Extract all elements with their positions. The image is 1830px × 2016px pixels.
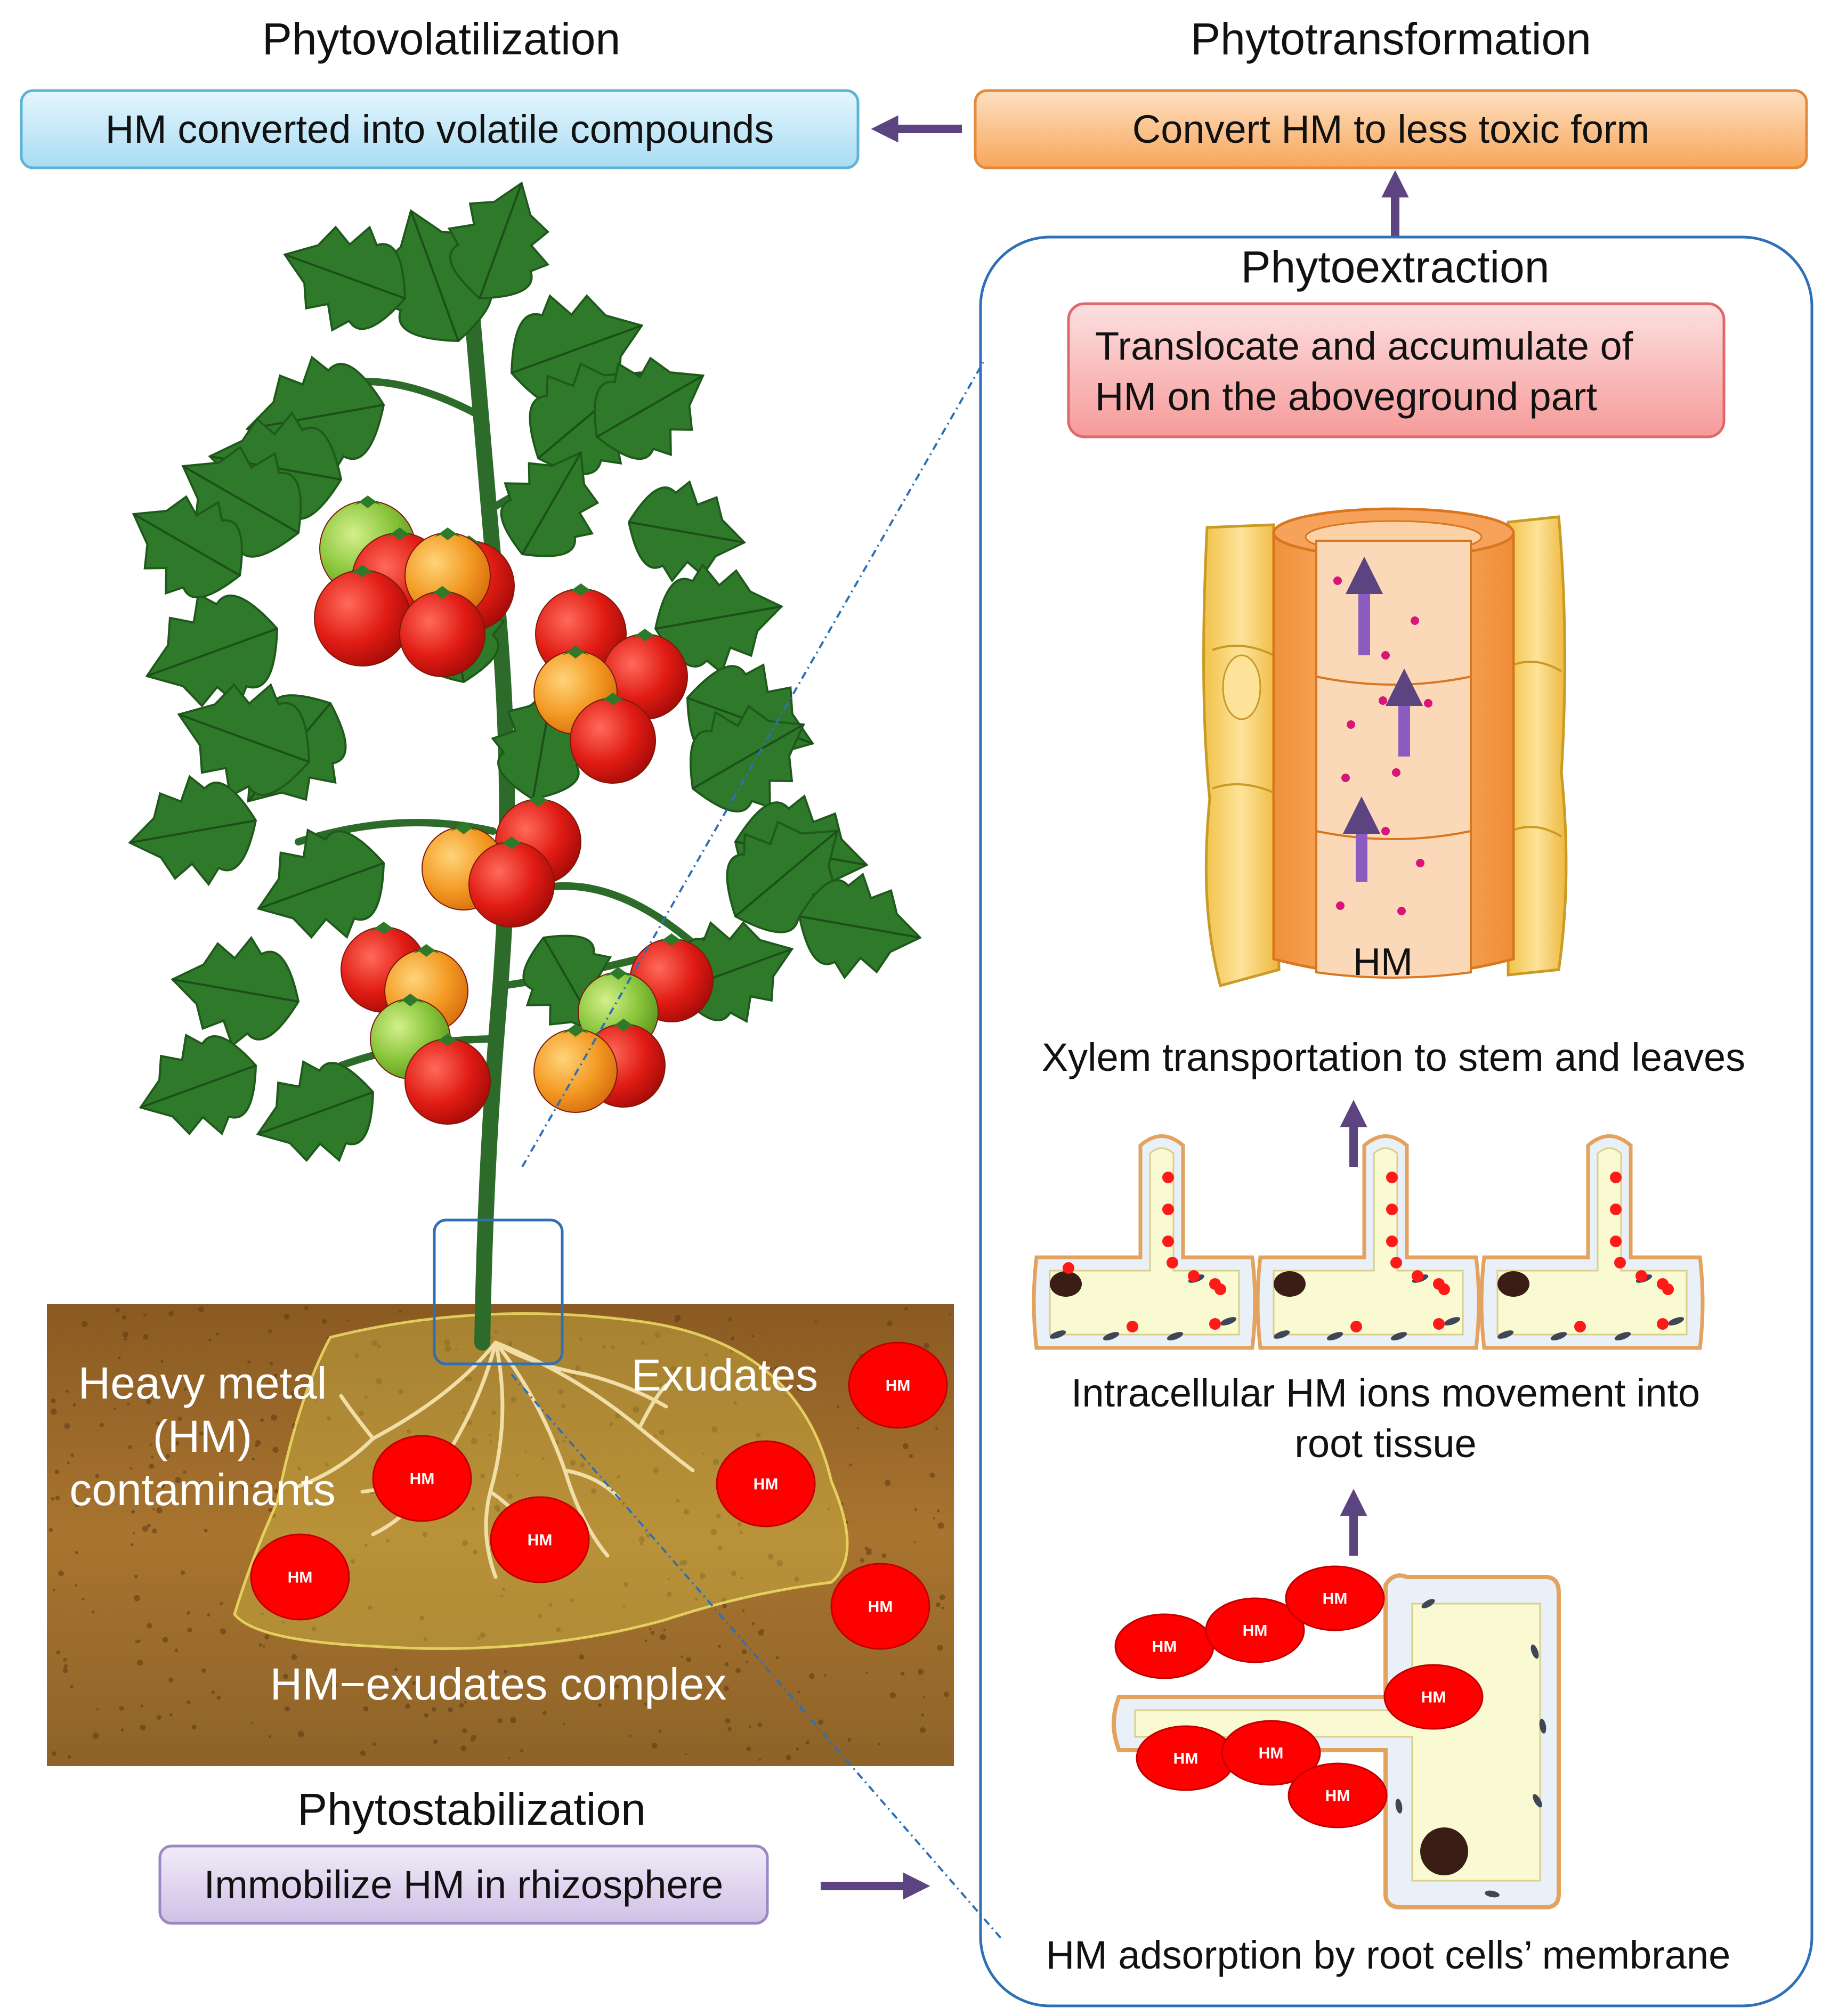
tomato-fruit bbox=[533, 1029, 618, 1113]
phytostabilization-box bbox=[158, 1844, 769, 1925]
phytostabilization-group: Phytostabilization Immobilize HM in rhiz… bbox=[158, 1784, 769, 1925]
tomato-fruit bbox=[468, 841, 555, 928]
phytotransformation-box bbox=[974, 89, 1808, 169]
intracellular-caption-line1: Intracellular HM ions movement into bbox=[1071, 1371, 1700, 1415]
phytoextraction-panel: Phytoextraction Translocate and accumula… bbox=[979, 235, 1813, 2007]
hm-particle-label: HM bbox=[1421, 1689, 1446, 1706]
soil-hm-particle: HM bbox=[490, 1496, 590, 1583]
phytoextraction-box-line1: Translocate and accumulate of bbox=[1095, 324, 1633, 368]
phytostabilization-title: Phytostabilization bbox=[297, 1784, 646, 1834]
adsorption-caption: HM adsorption by root cells’ membrane bbox=[1046, 1933, 1731, 1977]
hm-particle-label: HM bbox=[410, 1470, 435, 1488]
adsorbed-hm-particle: HM bbox=[1285, 1565, 1385, 1631]
soil-hm-particle: HM bbox=[372, 1435, 472, 1522]
phytoextraction-title: Phytoextraction bbox=[1241, 242, 1550, 292]
hm-particle-label: HM bbox=[1243, 1622, 1268, 1640]
tomato-fruit bbox=[404, 1038, 491, 1125]
leaf bbox=[283, 225, 407, 332]
phytostabilization-box-text: Immobilize HM in rhizosphere bbox=[204, 1863, 724, 1907]
hm-particle-label: HM bbox=[868, 1598, 893, 1616]
hm-particle-label: HM bbox=[1323, 1590, 1348, 1608]
adsorbed-hm-particle: HM bbox=[1114, 1613, 1214, 1679]
hm-particle-label: HM bbox=[754, 1476, 779, 1493]
adsorbed-hm-particle: HM bbox=[1205, 1597, 1305, 1663]
phytovolatilization-title: Phytovolatilization bbox=[262, 14, 620, 64]
hm-particle-label: HM bbox=[288, 1569, 313, 1587]
tomato-fruit bbox=[314, 570, 411, 666]
soil-hm-particle: HM bbox=[830, 1563, 930, 1650]
adsorbed-hm-particle: HM bbox=[1221, 1720, 1321, 1786]
phytoextraction-panel-border bbox=[979, 235, 1813, 2007]
intracellular-caption-line2: root tissue bbox=[1294, 1421, 1476, 1466]
zoom-connector-top bbox=[521, 362, 984, 1167]
root-cell bbox=[1256, 1134, 1481, 1350]
adsorbed-hm-particles: HM HM HM HM HM HM HM bbox=[1114, 1565, 1484, 1828]
root-zoom-box bbox=[433, 1218, 564, 1365]
soil-hm-particle: HM bbox=[250, 1533, 350, 1621]
root-cells-row bbox=[1032, 1134, 1705, 1350]
soil-hm-label-line2: (HM) bbox=[153, 1411, 253, 1461]
phytotransformation-box-text: Convert HM to less toxic form bbox=[1132, 107, 1649, 151]
phytovolatilization-box bbox=[20, 89, 860, 169]
soil-hm-particle: HM bbox=[716, 1440, 816, 1527]
hm-particle-label: HM bbox=[1173, 1750, 1199, 1768]
phytotransformation-title: Phytotransformation bbox=[1191, 14, 1591, 64]
phytovolatilization-box-text: HM converted into volatile compounds bbox=[106, 107, 774, 151]
adsorbed-hm-particle: HM bbox=[1136, 1725, 1236, 1791]
hm-particle-label: HM bbox=[1152, 1638, 1177, 1656]
tomato-plant bbox=[128, 181, 922, 1351]
xylem-hm-label: HM bbox=[1353, 941, 1413, 983]
soil-hm-particle: HM bbox=[848, 1342, 948, 1429]
soil-hm-label-line3: contaminants bbox=[69, 1465, 336, 1515]
phytoextraction-box bbox=[1067, 302, 1726, 438]
adsorbed-hm-particle: HM bbox=[1288, 1762, 1388, 1828]
tomato-fruit bbox=[399, 591, 485, 677]
phytotransformation-group: Phytotransformation Convert HM to less t… bbox=[974, 14, 1808, 169]
phytoextraction-box-line2: HM on the aboveground part bbox=[1095, 375, 1597, 419]
soil-exudates-label: Exudates bbox=[631, 1350, 818, 1400]
adsorbed-hm-particle: HM bbox=[1383, 1664, 1484, 1730]
root-cell bbox=[1032, 1134, 1257, 1350]
hm-particle-label: HM bbox=[1259, 1745, 1284, 1762]
soil-complex-label: HM−exudates complex bbox=[270, 1659, 727, 1709]
phytovolatilization-group: Phytovolatilization HM converted into vo… bbox=[20, 14, 860, 169]
xylem-illustration: HM bbox=[1202, 507, 1568, 988]
tomato-fruit bbox=[570, 697, 656, 784]
exudates-zone bbox=[233, 1312, 849, 1650]
soil-hm-label-line1: Heavy metal bbox=[78, 1358, 327, 1408]
hm-particle-label: HM bbox=[886, 1377, 911, 1395]
hm-particle-label: HM bbox=[1325, 1787, 1350, 1805]
zoom-connector-bottom bbox=[511, 1373, 1003, 1940]
hm-particle-label: HM bbox=[528, 1532, 553, 1549]
root-cell bbox=[1479, 1134, 1705, 1350]
xylem-caption: Xylem transportation to stem and leaves bbox=[1042, 1035, 1745, 1079]
soil-hm-particles: HM HM HM HM HM HM bbox=[250, 1342, 948, 1650]
